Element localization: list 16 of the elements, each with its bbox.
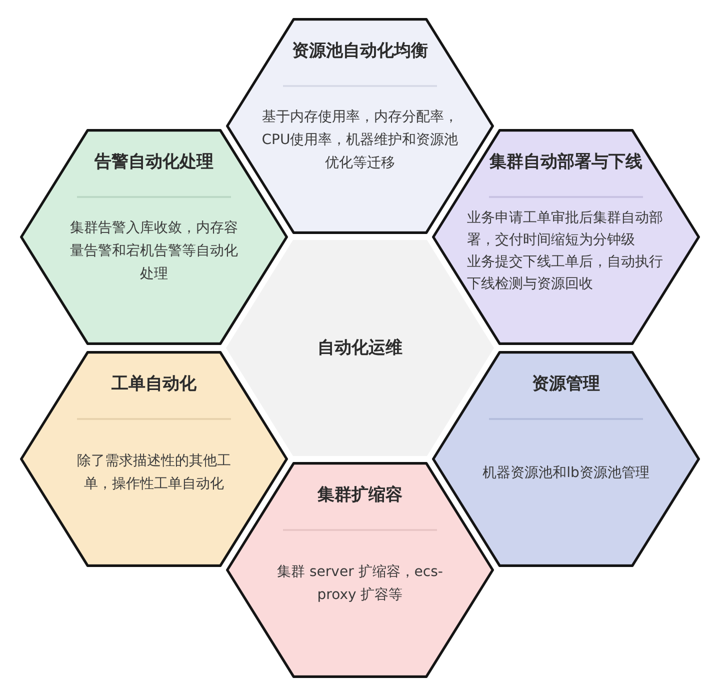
hexagon-description: 机器资源池和lb资源池管理 [482, 464, 650, 482]
hexagon-description: 业务申请工单审批后集群自动部署，交付时间缩短为分钟级 [467, 209, 664, 250]
hexagon-tile [432, 129, 700, 345]
hexagon-title: 工单自动化 [112, 373, 196, 396]
hub-label: 自动化运维 [318, 337, 402, 360]
hexagon-title: 集群自动部署与下线 [490, 151, 642, 174]
hexagon-description: 业务提交下线工单后，自动执行下线检测与资源回收 [467, 253, 664, 294]
hexagon-description: 基于内存使用率，内存分配率，CPU使用率，机器维护和资源池优化等迁移 [260, 108, 460, 172]
hexagon-description: 除了需求描述性的其他工单，操作性工单自动化 [76, 452, 232, 494]
hexagon-tile [432, 351, 700, 567]
hexagon-description: 集群告警入库收敛，内存容量告警和宕机告警等自动化处理 [69, 218, 239, 284]
hexagon-title: 资源池自动化均衡 [292, 40, 428, 63]
hexagon-title: 告警自动化处理 [94, 151, 214, 174]
hexagon-description: 集群 server 扩缩容，ecs-proxy 扩容等 [276, 563, 444, 605]
hexagon-title: 资源管理 [532, 373, 600, 396]
hexagon-title: 集群扩缩容 [318, 484, 402, 507]
